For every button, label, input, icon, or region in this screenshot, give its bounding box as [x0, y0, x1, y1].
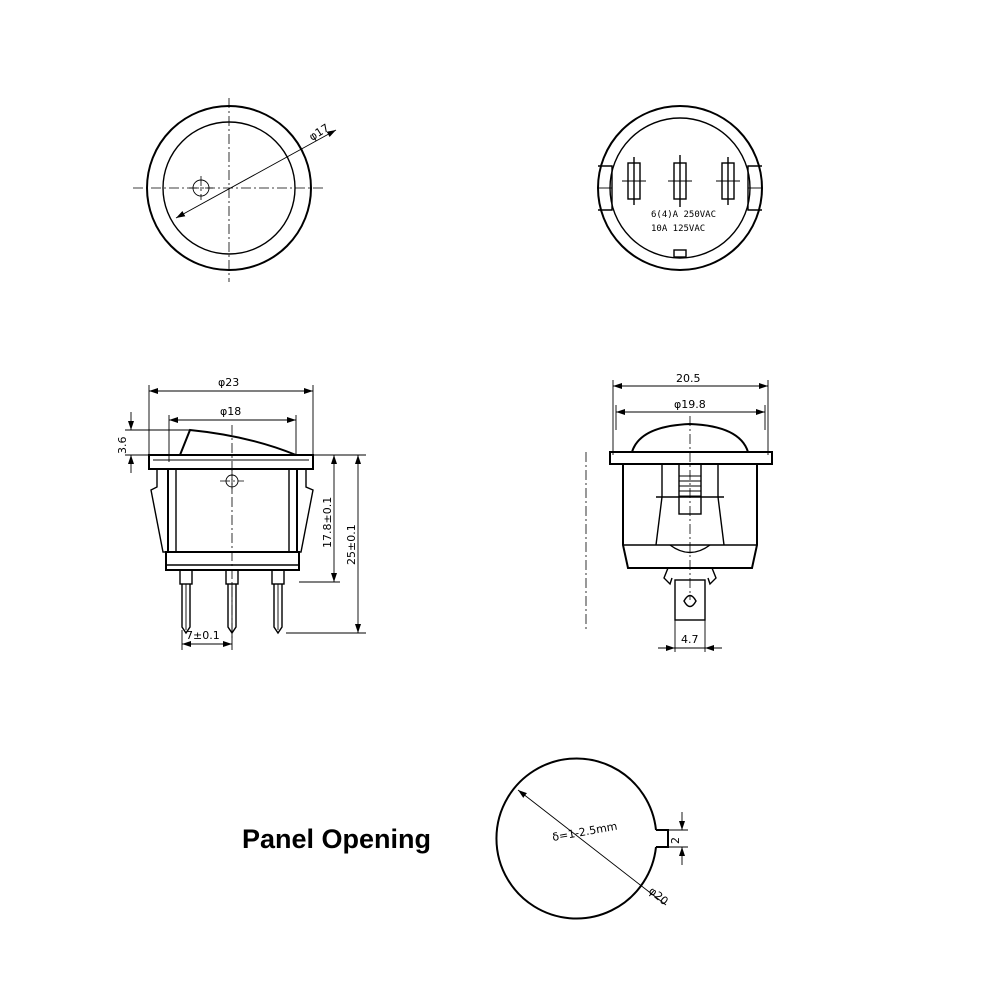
- opening-circle: [495, 757, 657, 920]
- pin-pitch-label: 7±0.1: [186, 629, 220, 642]
- dia-17-dimension: [175, 129, 337, 219]
- end-terminal: [674, 579, 706, 621]
- dia-18-label: φ18: [220, 405, 241, 418]
- pin-center: [225, 569, 239, 635]
- bottom-view: 6(4)A 250VAC 10A 125VAC: [597, 105, 763, 271]
- rocker-height-label: 3.6: [116, 437, 129, 455]
- side-view: φ23 φ18 3.6: [116, 376, 366, 650]
- terminal-width-label: 4.7: [681, 633, 699, 646]
- rating-label-1: 6(4)A 250VAC: [651, 210, 716, 220]
- dia-19-8-label: φ19.8: [674, 398, 706, 411]
- total-height-label: 25±0.1: [345, 524, 358, 565]
- body-height-label: 17.8±0.1: [321, 497, 334, 548]
- terminal-left: [622, 157, 646, 205]
- panel-opening: Panel Opening 2 δ=1-2.5mm φ20: [242, 757, 688, 920]
- terminal-right: [716, 157, 740, 205]
- dia-20-label: φ20: [646, 884, 671, 908]
- rating-label-2: 10A 125VAC: [651, 224, 705, 234]
- rocker: [179, 428, 297, 456]
- terminal-center: [668, 155, 692, 207]
- pin-right: [271, 569, 285, 635]
- base: [165, 551, 300, 571]
- top-view: φ17: [133, 98, 337, 282]
- end-view: 20.5 φ19.8 4.7: [585, 372, 773, 652]
- dia-17-label: φ17: [307, 121, 332, 143]
- flange: [148, 454, 314, 470]
- end-flange: [609, 451, 773, 465]
- body: [167, 469, 298, 553]
- dia-20-dimension: [517, 789, 667, 906]
- key-width-label: 2: [669, 837, 682, 844]
- pin-left: [179, 569, 193, 635]
- panel-opening-title: Panel Opening: [242, 824, 431, 854]
- width-label: 20.5: [676, 372, 701, 385]
- dia-23-label: φ23: [218, 376, 239, 389]
